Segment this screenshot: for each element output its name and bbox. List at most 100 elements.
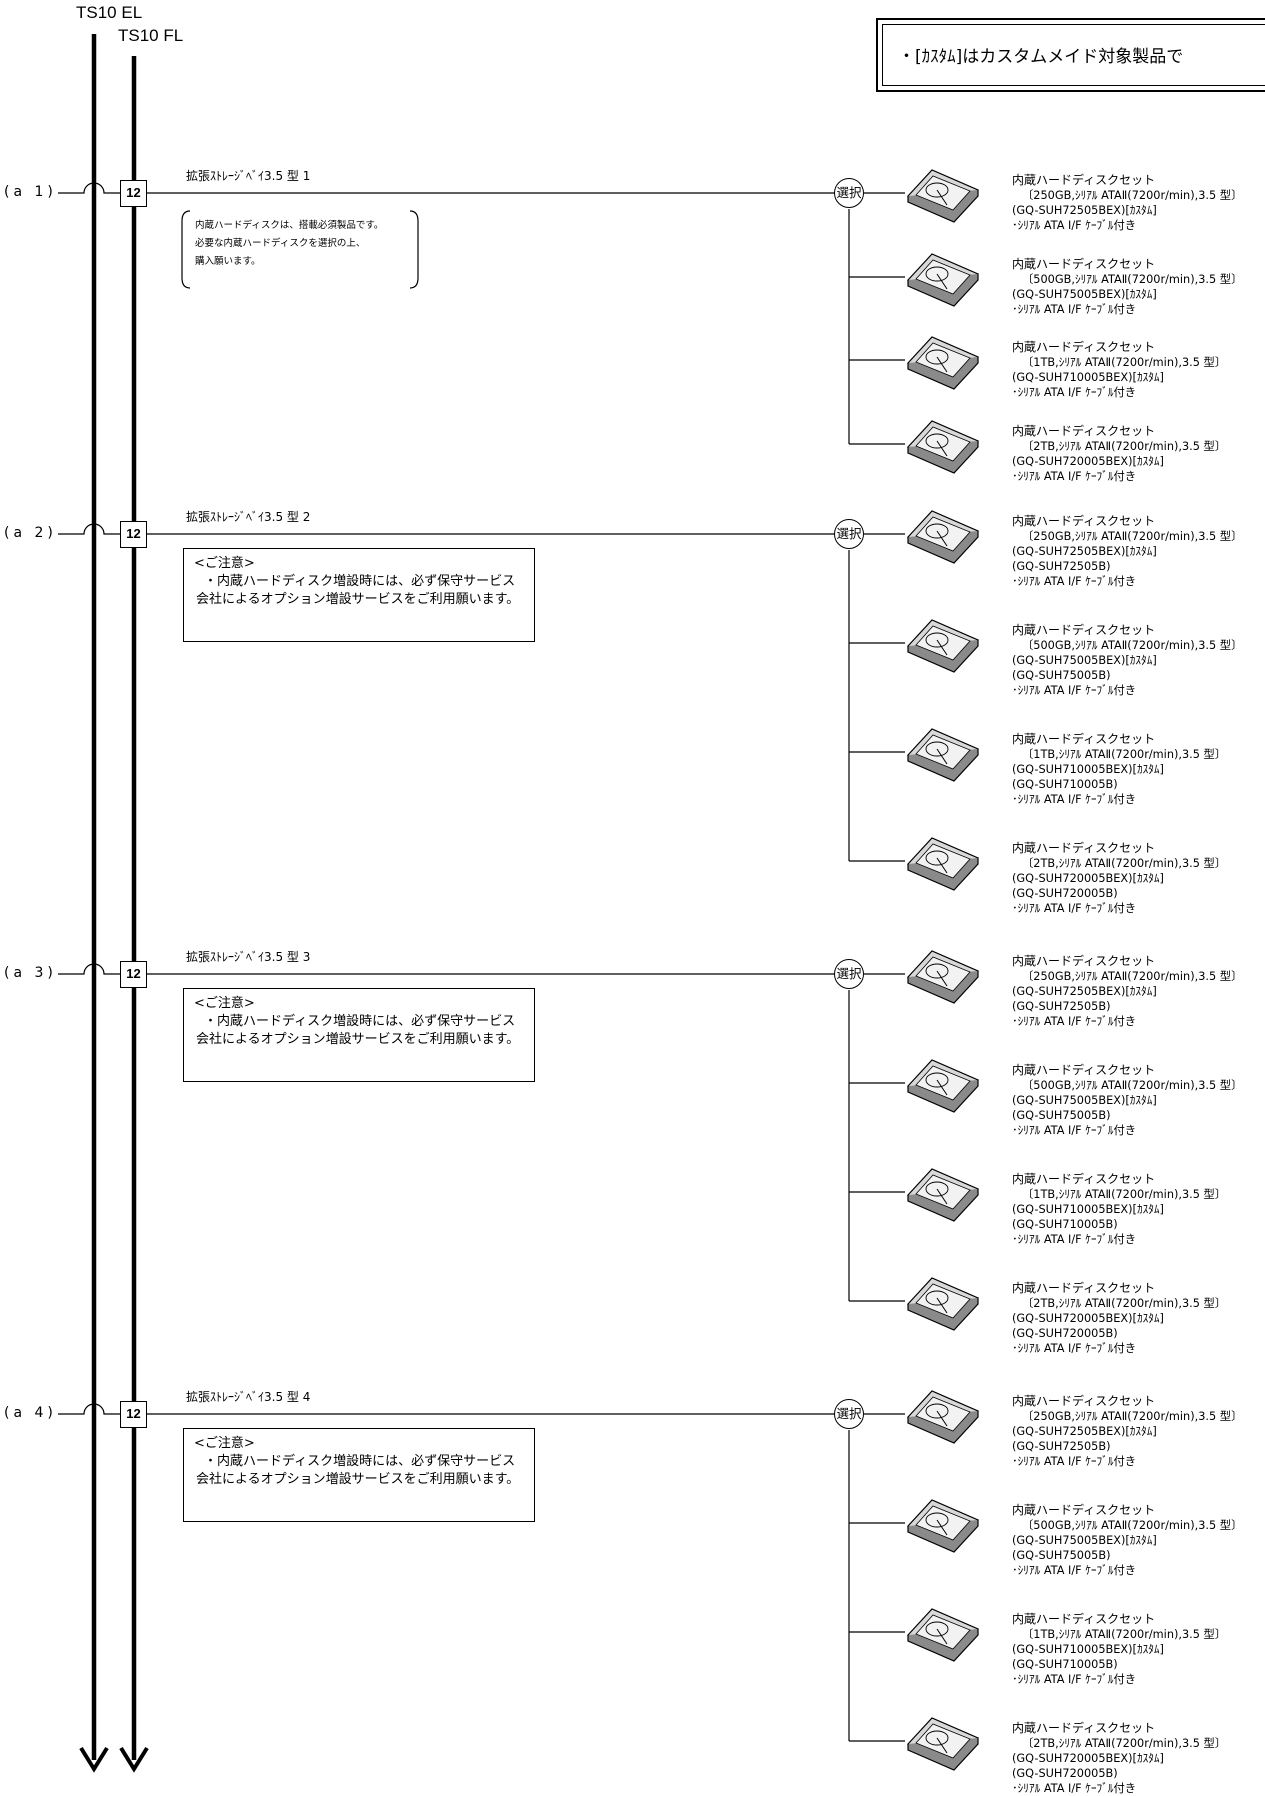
- caution-note: <ご注意>・内蔵ハードディスク増設時には、必ず保守サービス会社によるオプション増…: [183, 1428, 535, 1522]
- bus-connector: [58, 523, 860, 535]
- hdd-item: 内蔵ハードディスクセット〔250GB,ｼﾘｱﾙ ATAⅡ(7200r/min),…: [1012, 1394, 1242, 1469]
- hdd-item-title: 内蔵ハードディスクセット: [1012, 257, 1156, 271]
- hdd-item-line: 〔2TB,ｼﾘｱﾙ ATAⅡ(7200r/min),3.5 型〕: [1022, 857, 1227, 870]
- hdd-item: 内蔵ハードディスクセット〔250GB,ｼﾘｱﾙ ATAⅡ(7200r/min),…: [1012, 954, 1242, 1029]
- hdd-item-line: 〔500GB,ｼﾘｱﾙ ATAⅡ(7200r/min),3.5 型〕: [1022, 273, 1243, 286]
- hdd-item-line: (GQ-SUH720005BEX)[ｶｽﾀﾑ]: [1012, 1752, 1164, 1765]
- caution-note-line: ・内蔵ハードディスク増設時には、必ず保守サービス: [204, 574, 516, 589]
- caution-note: <ご注意>・内蔵ハードディスク増設時には、必ず保守サービス会社によるオプション増…: [183, 548, 535, 642]
- requirement-note: 内蔵ハードディスクは、搭載必須製品です。必要な内蔵ハードディスクを選択の上、購入…: [195, 217, 383, 271]
- hdd-item: 内蔵ハードディスクセット〔250GB,ｼﾘｱﾙ ATAⅡ(7200r/min),…: [1012, 514, 1242, 589]
- hdd-item-line: (GQ-SUH720005B): [1012, 1327, 1118, 1340]
- bus-connector: [58, 182, 860, 194]
- hdd-item-line: ･ｼﾘｱﾙ ATA I/F ｹｰﾌﾞﾙ付き: [1012, 1015, 1137, 1028]
- hdd-item: 内蔵ハードディスクセット〔2TB,ｼﾘｱﾙ ATAⅡ(7200r/min),3.…: [1012, 1721, 1226, 1796]
- hdd-item-line: 〔1TB,ｼﾘｱﾙ ATAⅡ(7200r/min),3.5 型〕: [1022, 1188, 1227, 1201]
- hdd-item-line: (GQ-SUH710005BEX)[ｶｽﾀﾑ]: [1012, 763, 1164, 776]
- hdd-item-line: (GQ-SUH720005BEX)[ｶｽﾀﾑ]: [1012, 455, 1164, 468]
- hdd-item-line: ･ｼﾘｱﾙ ATA I/F ｹｰﾌﾞﾙ付き: [1012, 1233, 1137, 1246]
- hdd-item-title: 内蔵ハードディスクセット: [1012, 1281, 1156, 1295]
- requirement-note-line: 購入願います。: [195, 256, 261, 267]
- select-node: 選択: [834, 519, 864, 549]
- hdd-item-line: (GQ-SUH710005BEX)[ｶｽﾀﾑ]: [1012, 1203, 1164, 1216]
- hdd-item-title: 内蔵ハードディスクセット: [1012, 841, 1156, 855]
- hdd-item: 内蔵ハードディスクセット〔2TB,ｼﾘｱﾙ ATAⅡ(7200r/min),3.…: [1012, 1281, 1226, 1356]
- hdd-item-line: (GQ-SUH72505B): [1012, 1000, 1111, 1013]
- hdd-item: 内蔵ハードディスクセット〔500GB,ｼﾘｱﾙ ATAⅡ(7200r/min),…: [1012, 1503, 1242, 1578]
- hard-disk-icon: [906, 950, 980, 1004]
- hdd-item-line: 〔250GB,ｼﾘｱﾙ ATAⅡ(7200r/min),3.5 型〕: [1022, 1410, 1243, 1423]
- hard-disk-icon: [906, 1390, 980, 1444]
- hdd-item-line: ･ｼﾘｱﾙ ATA I/F ｹｰﾌﾞﾙ付き: [1012, 1342, 1137, 1355]
- hdd-item-line: 〔250GB,ｼﾘｱﾙ ATAⅡ(7200r/min),3.5 型〕: [1022, 970, 1243, 983]
- hdd-item: 内蔵ハードディスクセット〔500GB,ｼﾘｱﾙ ATAⅡ(7200r/min),…: [1012, 257, 1242, 317]
- hdd-item: 内蔵ハードディスクセット〔1TB,ｼﾘｱﾙ ATAⅡ(7200r/min),3.…: [1012, 1172, 1226, 1247]
- requirement-note-line: 必要な内蔵ハードディスクを選択の上、: [195, 238, 366, 249]
- hdd-item-title: 内蔵ハードディスクセット: [1012, 1063, 1156, 1077]
- hdd-item-line: (GQ-SUH710005B): [1012, 1218, 1118, 1231]
- hdd-item-line: 〔250GB,ｼﾘｱﾙ ATAⅡ(7200r/min),3.5 型〕: [1022, 530, 1243, 543]
- hdd-item-line: 〔1TB,ｼﾘｱﾙ ATAⅡ(7200r/min),3.5 型〕: [1022, 1628, 1227, 1641]
- select-node: 選択: [834, 959, 864, 989]
- hdd-item-line: (GQ-SUH72505B): [1012, 1440, 1111, 1453]
- hdd-item-title: 内蔵ハードディスクセット: [1012, 340, 1156, 354]
- hdd-item: 内蔵ハードディスクセット〔1TB,ｼﾘｱﾙ ATAⅡ(7200r/min),3.…: [1012, 1612, 1226, 1687]
- hdd-item-line: (GQ-SUH75005BEX)[ｶｽﾀﾑ]: [1012, 1094, 1157, 1107]
- hdd-item-line: 〔1TB,ｼﾘｱﾙ ATAⅡ(7200r/min),3.5 型〕: [1022, 356, 1227, 369]
- bracket-right: [409, 210, 419, 289]
- hdd-item-line: (GQ-SUH75005BEX)[ｶｽﾀﾑ]: [1012, 288, 1157, 301]
- hdd-item-title: 内蔵ハードディスクセット: [1012, 732, 1156, 746]
- hdd-item-line: ･ｼﾘｱﾙ ATA I/F ｹｰﾌﾞﾙ付き: [1012, 303, 1137, 316]
- hdd-item-line: (GQ-SUH720005BEX)[ｶｽﾀﾑ]: [1012, 872, 1164, 885]
- hdd-item-line: ･ｼﾘｱﾙ ATA I/F ｹｰﾌﾞﾙ付き: [1012, 575, 1137, 588]
- hdd-item-line: (GQ-SUH710005B): [1012, 1658, 1118, 1671]
- hdd-item-title: 内蔵ハードディスクセット: [1012, 623, 1156, 637]
- hdd-item-line: (GQ-SUH75005B): [1012, 669, 1111, 682]
- hdd-item-line: (GQ-SUH72505BEX)[ｶｽﾀﾑ]: [1012, 545, 1157, 558]
- caution-note-line: ・内蔵ハードディスク増設時には、必ず保守サービス: [204, 1454, 516, 1469]
- hard-disk-icon: [906, 1059, 980, 1113]
- bay-title: 拡張ｽﾄﾚｰｼﾞﾍﾞｲ3.5 型 4: [186, 1390, 311, 1404]
- hdd-item-line: (GQ-SUH72505BEX)[ｶｽﾀﾑ]: [1012, 1425, 1157, 1438]
- hard-disk-icon: [906, 169, 980, 223]
- slot-number-box: 12: [120, 180, 147, 207]
- hdd-item: 内蔵ハードディスクセット〔2TB,ｼﾘｱﾙ ATAⅡ(7200r/min),3.…: [1012, 841, 1226, 916]
- hdd-item-line: 〔2TB,ｼﾘｱﾙ ATAⅡ(7200r/min),3.5 型〕: [1022, 1737, 1227, 1750]
- bus-connector: [58, 963, 860, 975]
- hdd-item: 内蔵ハードディスクセット〔2TB,ｼﾘｱﾙ ATAⅡ(7200r/min),3.…: [1012, 424, 1226, 484]
- section-label: (a 3): [4, 965, 57, 981]
- hdd-item-line: 〔500GB,ｼﾘｱﾙ ATAⅡ(7200r/min),3.5 型〕: [1022, 1079, 1243, 1092]
- hdd-item-title: 内蔵ハードディスクセット: [1012, 514, 1156, 528]
- model-label-el: TS10 EL: [76, 3, 143, 22]
- hard-disk-icon: [906, 1608, 980, 1662]
- hard-disk-icon: [906, 837, 980, 891]
- hdd-item-line: (GQ-SUH720005BEX)[ｶｽﾀﾑ]: [1012, 1312, 1164, 1325]
- hdd-item: 内蔵ハードディスクセット〔500GB,ｼﾘｱﾙ ATAⅡ(7200r/min),…: [1012, 623, 1242, 698]
- hdd-item-line: (GQ-SUH75005BEX)[ｶｽﾀﾑ]: [1012, 1534, 1157, 1547]
- hard-disk-icon: [906, 728, 980, 782]
- legend-text: ・[ｶｽﾀﾑ]はカスタムメイド対象製品で: [898, 47, 1184, 67]
- hdd-item-line: (GQ-SUH720005B): [1012, 887, 1118, 900]
- hdd-item-line: 〔2TB,ｼﾘｱﾙ ATAⅡ(7200r/min),3.5 型〕: [1022, 440, 1227, 453]
- hdd-item-line: (GQ-SUH710005B): [1012, 778, 1118, 791]
- hdd-item-title: 内蔵ハードディスクセット: [1012, 954, 1156, 968]
- caution-note-line: <ご注意>: [194, 556, 255, 571]
- caution-note: <ご注意>・内蔵ハードディスク増設時には、必ず保守サービス会社によるオプション増…: [183, 988, 535, 1082]
- hdd-item-line: (GQ-SUH710005BEX)[ｶｽﾀﾑ]: [1012, 1643, 1164, 1656]
- caution-note-line: <ご注意>: [194, 996, 255, 1011]
- caution-note-line: ・内蔵ハードディスク増設時には、必ず保守サービス: [204, 1014, 516, 1029]
- hdd-item-line: ･ｼﾘｱﾙ ATA I/F ｹｰﾌﾞﾙ付き: [1012, 1124, 1137, 1137]
- bracket-left: [181, 210, 191, 289]
- select-node: 選択: [834, 178, 864, 208]
- caution-note-line: <ご注意>: [194, 1436, 255, 1451]
- hdd-item-line: ･ｼﾘｱﾙ ATA I/F ｹｰﾌﾞﾙ付き: [1012, 793, 1137, 806]
- hdd-item-line: 〔250GB,ｼﾘｱﾙ ATAⅡ(7200r/min),3.5 型〕: [1022, 189, 1243, 202]
- slot-number-box: 12: [120, 521, 147, 548]
- slot-number-box: 12: [120, 1401, 147, 1428]
- hdd-item-title: 内蔵ハードディスクセット: [1012, 1394, 1156, 1408]
- slot-number-box: 12: [120, 961, 147, 988]
- hdd-item-line: (GQ-SUH710005BEX)[ｶｽﾀﾑ]: [1012, 371, 1164, 384]
- hdd-item-title: 内蔵ハードディスクセット: [1012, 1172, 1156, 1186]
- hard-disk-icon: [906, 420, 980, 474]
